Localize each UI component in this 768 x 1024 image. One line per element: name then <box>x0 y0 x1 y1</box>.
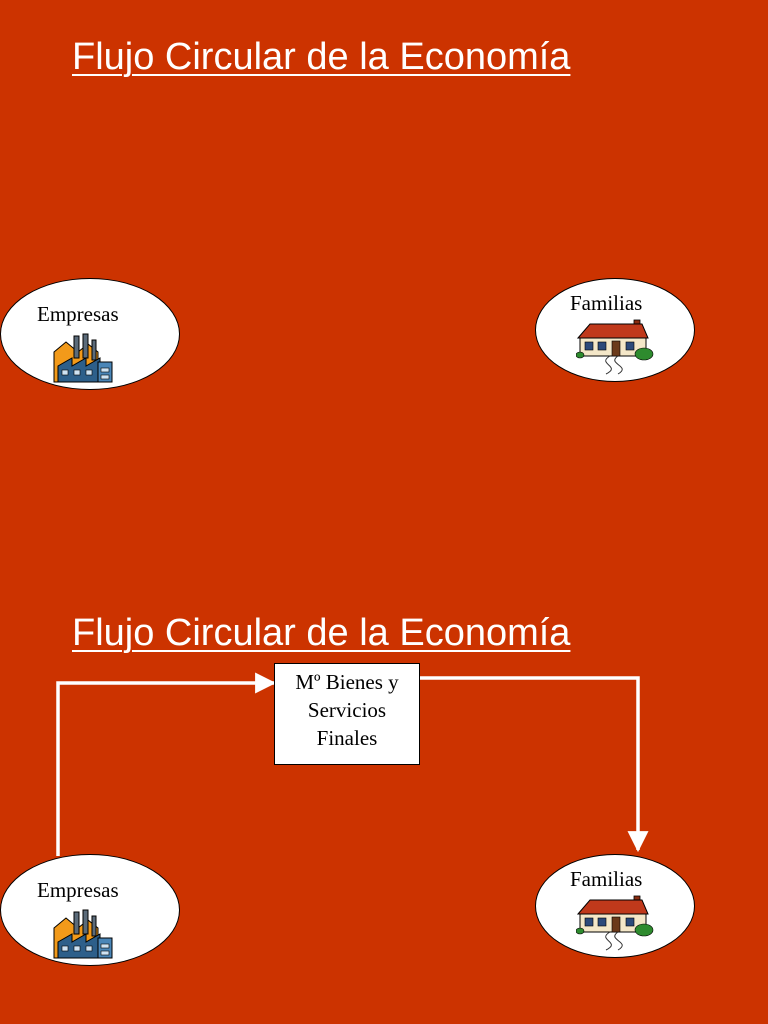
firms-label: Empresas <box>37 878 119 902</box>
firms-label: Empresas <box>37 302 119 326</box>
flow-arrow-box-to-households <box>420 676 649 853</box>
house-icon <box>576 319 654 375</box>
slide-title: Flujo Circular de la Economía <box>72 612 571 654</box>
slide-title: Flujo Circular de la Economía <box>72 36 571 78</box>
households-node <box>535 278 695 382</box>
households-label: Familias <box>570 867 643 891</box>
slide-2: Flujo Circular de la Economía Mº Bienes … <box>0 576 768 1024</box>
flow-arrows <box>56 672 649 856</box>
flow-arrow-firms-to-box <box>56 672 277 856</box>
households-label: Familias <box>570 291 643 315</box>
slide-1: Flujo Circular de la Economía Empresas F… <box>0 36 695 390</box>
flow-label-line-2: Servicios <box>307 698 387 722</box>
house-icon <box>576 895 654 951</box>
flow-label-line-1: Mº Bienes y <box>295 670 399 694</box>
flow-label-line-3: Finales <box>316 726 378 750</box>
goods-services-flow-box: Mº Bienes y Servicios Finales <box>274 663 420 765</box>
factory-icon <box>53 909 113 959</box>
factory-icon <box>53 333 113 383</box>
